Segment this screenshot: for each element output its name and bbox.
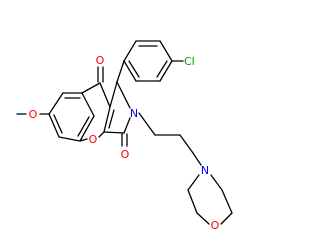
morpholine-oxygen-label: O (211, 219, 220, 232)
morpholine-nitrogen-label: N (201, 164, 209, 177)
carbonyl-oxygen-bottom-label: O (121, 148, 130, 161)
bond (179, 134, 194, 154)
bond (109, 81, 118, 108)
bond (210, 174, 223, 191)
bond (138, 112, 156, 136)
double-bond-inner (156, 60, 168, 78)
bond (58, 136, 81, 142)
bond (48, 92, 64, 115)
bond (159, 60, 173, 82)
carbonyl-oxygen-top-label: O (96, 54, 105, 67)
bond (123, 40, 137, 62)
bond (221, 189, 233, 214)
chromeno-pyrrole-core (16, 60, 131, 147)
chlorophenyl-ring (123, 40, 184, 82)
bond (123, 60, 137, 82)
bond (220, 212, 233, 225)
double-bond-inner (108, 109, 115, 129)
atom-labels: Cl O O O O N N O (29, 54, 220, 232)
pyran-oxygen-label: O (89, 133, 98, 146)
bond (48, 113, 60, 138)
double-bond-inner (128, 60, 140, 78)
bond (116, 81, 131, 109)
bond (196, 212, 210, 225)
bond (192, 152, 202, 166)
bond (123, 117, 131, 134)
propyl-morpholine-chain (138, 112, 233, 225)
bond (187, 189, 198, 214)
bond (98, 131, 105, 138)
double-bond-inner (77, 116, 90, 137)
lactam-nitrogen-label: N (130, 107, 138, 120)
bond (99, 82, 111, 108)
double-bond-inner (53, 114, 63, 134)
bond (187, 174, 200, 191)
chlorine-label: Cl (184, 55, 195, 68)
bond (103, 106, 111, 133)
molecule-structure: Cl O O O O N N O (16, 40, 233, 232)
bond (81, 82, 101, 94)
bond (103, 131, 125, 134)
bond (79, 138, 88, 142)
methoxy-oxygen-label: O (29, 108, 38, 121)
bond (81, 92, 95, 117)
bond (79, 115, 95, 142)
bond (159, 40, 173, 62)
bond (116, 60, 125, 83)
